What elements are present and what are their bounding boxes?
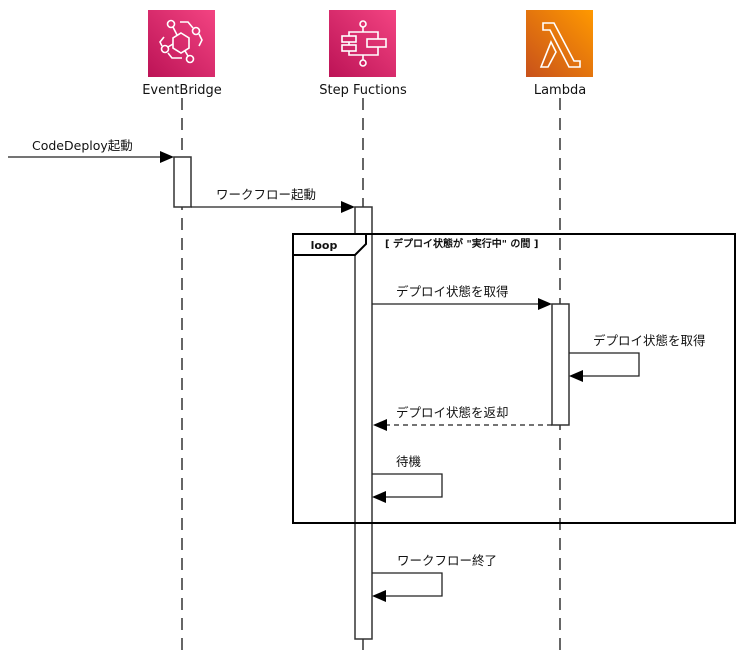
message-label: ワークフロー起動 — [216, 187, 316, 202]
message-codedeploy-start: CodeDeploy起動 — [8, 138, 174, 163]
loop-frame — [292, 233, 736, 524]
loop-fragment: loop [ デプロイ状態が "実行中" の間 ] — [292, 233, 736, 524]
participant-label-eventbridge: EventBridge — [142, 83, 222, 98]
loop-operator-label: loop — [311, 239, 338, 252]
message-get-deploy-status: デプロイ状態を取得 — [372, 284, 552, 310]
step-functions-icon — [329, 10, 396, 77]
loop-guard: [ デプロイ状態が "実行中" の間 ] — [385, 237, 539, 250]
eventbridge-icon — [148, 10, 215, 77]
arrowhead — [373, 419, 387, 431]
arrowhead — [341, 201, 355, 213]
message-label: 待機 — [396, 454, 422, 469]
arrowhead — [160, 151, 174, 163]
activation-eventbridge — [173, 156, 192, 208]
activation-lambda — [551, 303, 570, 426]
arrowhead — [538, 298, 552, 310]
arrowhead — [569, 370, 583, 382]
message-label: デプロイ状態を返却 — [396, 405, 509, 420]
lambda-icon — [526, 10, 593, 77]
message-return-deploy-status: デプロイ状態を返却 — [373, 405, 552, 431]
message-label: ワークフロー終了 — [397, 553, 497, 568]
loop-operator-tab — [292, 233, 367, 256]
message-label: デプロイ状態を取得 — [396, 284, 509, 299]
arrowhead — [372, 590, 386, 602]
message-lambda-self-get-status: デプロイ状態を取得 — [569, 333, 706, 382]
participant-label-lambda: Lambda — [534, 83, 586, 98]
message-workflow-start: ワークフロー起動 — [191, 187, 355, 213]
activation-stepfunctions — [354, 206, 373, 640]
message-label: CodeDeploy起動 — [32, 138, 133, 153]
message-label: デプロイ状態を取得 — [593, 333, 706, 348]
message-workflow-end: ワークフロー終了 — [372, 553, 497, 602]
message-wait: 待機 — [372, 454, 443, 503]
arrowhead — [372, 491, 386, 503]
participant-label-stepfunctions: Step Fuctions — [319, 83, 407, 98]
